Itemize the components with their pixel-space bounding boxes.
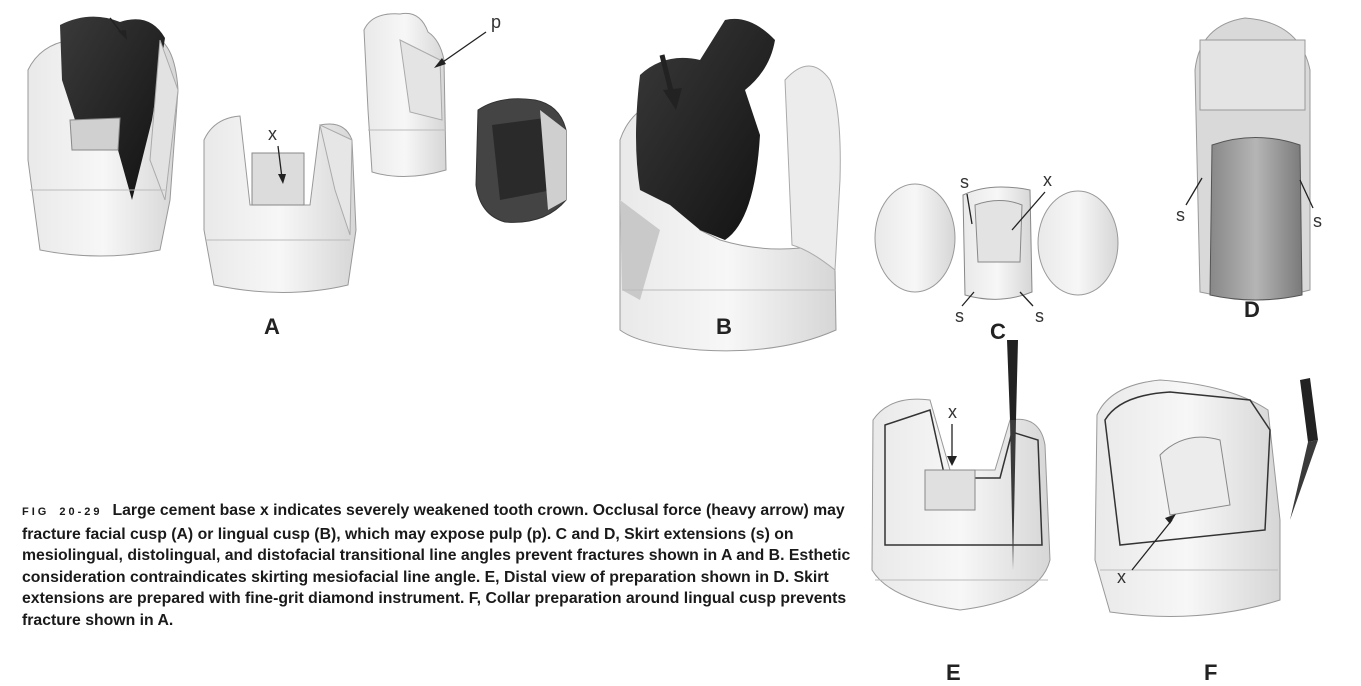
annotation-x-a: x bbox=[268, 124, 277, 144]
panel-label-f: F bbox=[1204, 660, 1217, 685]
caption-text: Large cement base x indicates severely w… bbox=[22, 502, 850, 629]
annotation-x-e: x bbox=[948, 402, 957, 422]
instrument-f bbox=[1290, 378, 1318, 520]
tooth-a-pulp bbox=[364, 13, 446, 176]
panel-label-d: D bbox=[1244, 297, 1260, 322]
panel-label-b: B bbox=[716, 314, 732, 339]
panel-label-a: A bbox=[264, 314, 280, 339]
panel-label-c: C bbox=[990, 319, 1006, 344]
annotation-s-d-left: s bbox=[1176, 205, 1185, 225]
occlusal-dark-view bbox=[476, 99, 566, 223]
annotation-s-d-right: s bbox=[1313, 211, 1322, 231]
tooth-e-distal-view bbox=[872, 399, 1050, 610]
tooth-a-fractured bbox=[28, 17, 178, 256]
annotation-s-c-left: s bbox=[955, 306, 964, 326]
annotation-s-c-top: s bbox=[960, 172, 969, 192]
annotation-s-c-right: s bbox=[1035, 306, 1044, 326]
panel-label-e: E bbox=[946, 660, 961, 685]
tooth-d-skirt bbox=[1195, 18, 1310, 300]
annotation-x-c: x bbox=[1043, 170, 1052, 190]
annotation-x-f: x bbox=[1117, 567, 1126, 587]
tooth-b-fractured bbox=[620, 19, 840, 351]
figure-label: FIG bbox=[22, 506, 49, 518]
annotation-p: p bbox=[491, 12, 501, 32]
tooth-c-views bbox=[875, 184, 1118, 299]
tooth-a-base bbox=[204, 116, 356, 293]
figure-number: 20-29 bbox=[59, 506, 102, 518]
